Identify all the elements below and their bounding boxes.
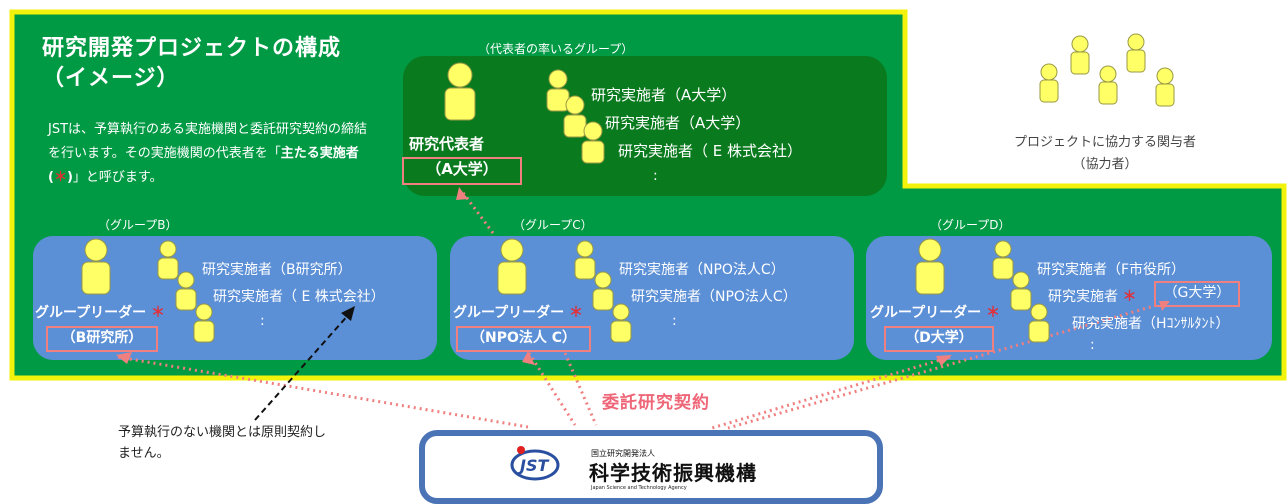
jst-name: 科学技術振興機構 (589, 461, 757, 485)
jst-english-name: Japan Science and Technology Agency (591, 485, 687, 491)
lead-member-3: 研究実施者（ E 株式会社） (618, 142, 803, 160)
group-b-leader-text: グループリーダー (35, 305, 147, 321)
description-text: JSTは、予算執行のある実施機関と委託研究契約の締結を行います。その実施機関の代… (48, 118, 378, 190)
contract-arrows (117, 189, 1169, 430)
lead-more-dots: : (653, 168, 658, 184)
note-text: 予算執行のない機関とは原則契約しません。 (118, 425, 327, 461)
group-b-title: （グループB） (98, 218, 178, 232)
group-d-member-2: 研究実施者 ＊ (1048, 286, 1136, 306)
group-b-member-1: 研究実施者（B研究所） (202, 262, 352, 278)
group-c-asterisk-icon: ＊ (569, 305, 584, 321)
contract-label: 委託研究契約 (602, 393, 710, 413)
page-title: 研究開発プロジェクトの構成 （イメージ） (42, 36, 342, 91)
asterisk-icon: ＊ (53, 170, 67, 185)
group-c-more-dots: : (672, 313, 677, 329)
group-d-member-1: 研究実施者（F市役所） (1037, 262, 1186, 278)
group-c-title: （グループC） (513, 218, 593, 232)
description-part2: 」と呼びます。 (72, 170, 163, 185)
group-b-leader-institution: （B研究所） (46, 326, 158, 352)
group-d-title: （グループD） (930, 218, 1011, 232)
lead-member-2: 研究実施者（A大学） (605, 114, 751, 132)
collaborators-label-line1: プロジェクトに協力する関与者 (1013, 135, 1196, 150)
group-c-member-1: 研究実施者（NPO法人C） (619, 262, 785, 278)
jst-logo-text: JST (520, 456, 549, 475)
main-implementer-label: 主たる実施者( (48, 146, 359, 185)
group-d-box (866, 236, 1272, 360)
collaborators-label-line2: （協力者） (1072, 157, 1138, 172)
person-icons (81, 33, 1175, 343)
group-c-member-2: 研究実施者（NPO法人C） (631, 289, 797, 305)
jst-organization-box: JST 国立研究開発法人 科学技術振興機構 Japan Science and … (419, 430, 883, 504)
group-b-asterisk-icon: ＊ (151, 305, 166, 321)
group-b-member-2: 研究実施者（ E 株式会社） (213, 289, 385, 305)
lead-group-box (403, 56, 887, 196)
group-b-more-dots: : (260, 313, 265, 329)
lead-member-1: 研究実施者（A大学） (591, 86, 737, 104)
description-part1: JSTは、予算執行のある実施機関と委託研究契約の締結を行います。その実施機関の代… (48, 122, 368, 161)
group-d-asterisk-icon: ＊ (986, 305, 1001, 321)
group-d-member-2-text: 研究実施者 (1048, 289, 1118, 305)
group-d-leader-label: グループリーダー ＊ (870, 302, 1000, 322)
group-c-box (450, 236, 854, 360)
group-d-more-dots: : (1090, 337, 1095, 353)
group-d-member-asterisk-icon: ＊ (1122, 289, 1137, 305)
collaborators-label: プロジェクトに協力する関与者 （協力者） (975, 132, 1235, 176)
lead-leader-institution: （A大学） (402, 157, 522, 185)
jst-org-type: 国立研究開発法人 (591, 449, 655, 458)
lead-leader-label: 研究代表者 (409, 135, 485, 153)
group-b-leader-label: グループリーダー ＊ (35, 302, 165, 322)
group-d-leader-text: グループリーダー (870, 305, 982, 321)
lead-group-title: （代表者の率いるグループ） (478, 42, 634, 56)
group-d-member-institution: （G大学） (1154, 281, 1240, 307)
main-implementer-close: ) (66, 170, 73, 185)
group-c-leader-label: グループリーダー ＊ (453, 302, 583, 322)
group-c-leader-text: グループリーダー (453, 305, 565, 321)
group-c-leader-institution: （NPO法人 C） (456, 326, 591, 352)
note-arrow (254, 312, 351, 421)
jst-logo-icon (510, 446, 560, 481)
group-d-leader-institution: （D大学） (884, 326, 994, 352)
group-d-member-3: 研究実施者（Hｺﾝｻﾙﾀﾝﾄ） (1072, 316, 1230, 332)
